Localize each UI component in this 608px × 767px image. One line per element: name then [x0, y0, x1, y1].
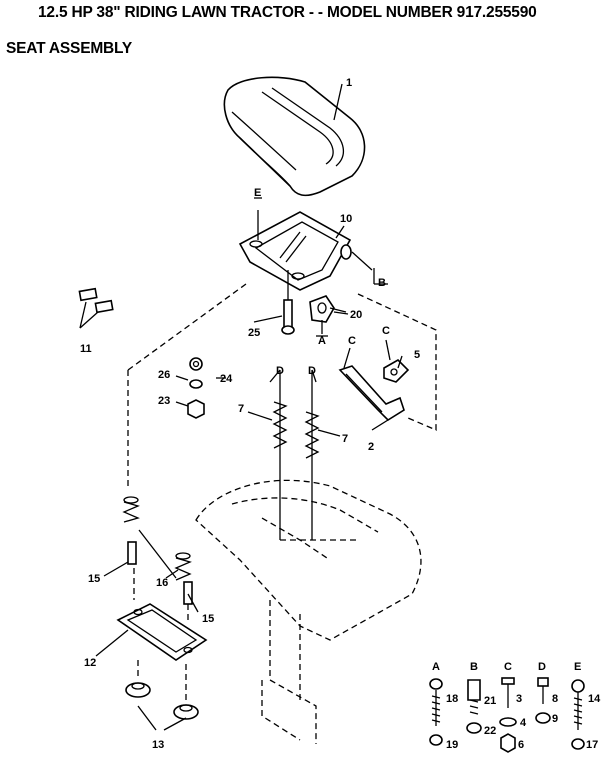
callout-24: 24	[220, 373, 233, 385]
frame-outline	[261, 600, 317, 744]
diagram-title: 12.5 HP 38" RIDING LAWN TRACTOR - - MODE…	[38, 4, 537, 21]
spring-7-right	[304, 370, 320, 540]
seat-part	[223, 76, 366, 197]
rubber-mount-13-left	[125, 682, 151, 698]
callout-11: 11	[80, 343, 92, 355]
leader-lines	[95, 225, 403, 657]
ref-c-right: C	[382, 325, 390, 337]
ref-d-left: D	[276, 365, 284, 377]
nut-24	[189, 357, 203, 371]
ref-d-right: D	[308, 365, 316, 377]
callout-7-left: 7	[238, 403, 244, 415]
hardware-a-bolt	[429, 678, 443, 726]
hardware-c-washer	[499, 717, 517, 727]
hardware-d-letter: D	[538, 661, 546, 673]
hardware-d-bolt	[537, 677, 549, 704]
hardware-c-bolt-label: 3	[516, 693, 522, 705]
hardware-c-bolt	[501, 677, 515, 708]
hardware-c-nut-label: 6	[518, 739, 524, 751]
diagram-subtitle: SEAT ASSEMBLY	[6, 40, 133, 57]
callout-25: 25	[248, 327, 260, 339]
hardware-e-nut	[571, 738, 585, 750]
hardware-b-nut-label: 22	[484, 725, 496, 737]
seat-pan-part	[238, 210, 388, 291]
assembly-guide-lines	[127, 283, 437, 731]
clip-5	[383, 359, 410, 383]
callout-15-right: 15	[202, 613, 214, 625]
nut-23	[187, 399, 205, 419]
carriage-bolt-25	[281, 270, 295, 335]
callout-26: 26	[158, 369, 170, 381]
hardware-b-letter: B	[470, 661, 478, 673]
callout-5: 5	[414, 349, 420, 361]
ref-c-left: C	[348, 335, 356, 347]
callout-23: 23	[158, 395, 170, 407]
callout-2: 2	[368, 441, 374, 453]
rubber-mount-13-right	[173, 704, 199, 720]
pin-15-left	[127, 541, 137, 565]
callout-10: 10	[340, 213, 352, 225]
hardware-d-washer-label: 9	[552, 713, 558, 725]
hardware-c-washer-label: 4	[520, 717, 527, 729]
mount-plate-12	[116, 603, 208, 661]
spring-16-left	[122, 496, 140, 523]
spring-7-left	[272, 370, 288, 540]
callout-13: 13	[152, 739, 164, 751]
hardware-b-bolt	[467, 679, 481, 715]
hardware-e-nut-label: 17	[586, 739, 598, 751]
ref-b-seatpan: B	[378, 277, 386, 289]
hardware-e-bolt	[571, 679, 585, 730]
hardware-b-nut	[466, 722, 482, 734]
fender-outline	[195, 479, 422, 641]
hardware-e-letter: E	[574, 661, 581, 673]
hardware-a-nut	[429, 734, 443, 746]
bumper-pads-11	[78, 287, 114, 329]
washer-26	[189, 379, 203, 389]
callout-16: 16	[156, 577, 168, 589]
seat-bracket-2	[338, 365, 405, 422]
ref-e-top: E	[254, 187, 261, 199]
hardware-e-bolt-label: 14	[588, 693, 601, 705]
seat-bracket-part	[309, 295, 347, 334]
hardware-a-nut-label: 19	[446, 739, 458, 751]
ref-a-bracket: A	[318, 335, 326, 347]
pin-15-right	[183, 581, 193, 605]
hardware-a-bolt-label: 18	[446, 693, 458, 705]
hardware-c-nut	[500, 733, 516, 753]
hardware-a-letter: A	[432, 661, 440, 673]
hardware-b-bolt-label: 21	[484, 695, 496, 707]
spring-16-right	[174, 552, 192, 581]
hardware-legend: A 18 19 B 21 22 C 3 4 6 D 8 9 E 14 17	[432, 661, 601, 751]
callout-7-right: 7	[342, 433, 348, 445]
hardware-c-letter: C	[504, 661, 512, 673]
callout-15-left: 15	[88, 573, 100, 585]
callout-12: 12	[84, 657, 96, 669]
hardware-d-bolt-label: 8	[552, 693, 558, 705]
callout-20: 20	[350, 309, 362, 321]
callout-1: 1	[346, 77, 352, 89]
hardware-d-washer	[535, 712, 551, 724]
